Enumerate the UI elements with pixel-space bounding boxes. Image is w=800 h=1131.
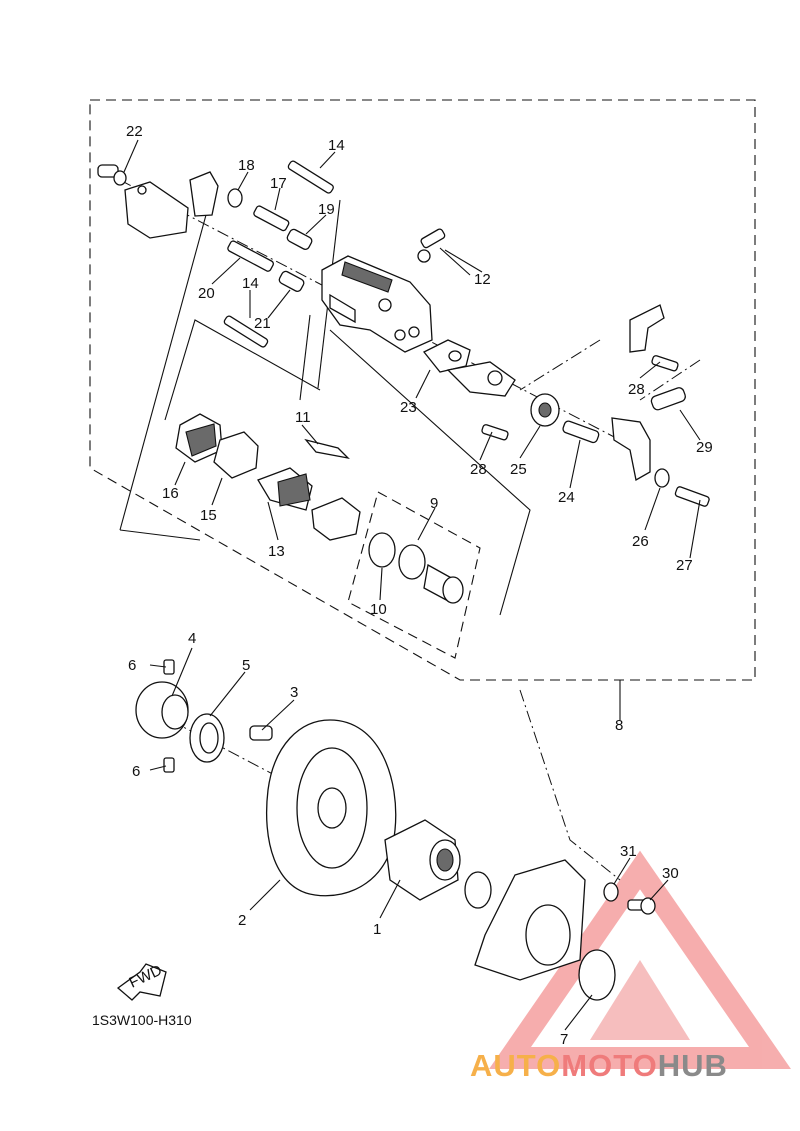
bolt-28-lower [481,424,509,441]
hub-1 [384,819,461,901]
pad-spring-11 [304,438,350,460]
nut-4 [135,681,189,739]
callout-2: 2 [238,912,246,929]
assembly-boundary [89,99,756,681]
spring-29 [650,387,686,411]
washer-31 [603,882,619,902]
callout-14a: 14 [328,137,345,154]
bolt-28-upper [651,355,679,372]
watermark-hub: HUB [657,1048,728,1083]
pad-shim-16 [175,413,223,463]
gasket-23 [422,339,471,373]
washer-26 [654,468,670,488]
bolt-3 [249,725,273,741]
callout-29: 29 [696,439,713,456]
rear-caliper-bracket [474,859,586,981]
callout-18: 18 [238,157,255,174]
callout-3: 3 [290,684,298,701]
caliper-pin-14-top [287,160,334,194]
bolt-17 [253,205,290,232]
watermark-auto: AUTO [470,1048,562,1083]
washer-18 [227,188,243,208]
piston-seals-10 [368,532,426,580]
callout-12: 12 [474,271,491,288]
pin-24 [562,420,600,444]
piston-kit-box [347,491,481,659]
callout-6a: 6 [128,657,136,674]
caliper-bracket [124,171,219,239]
caliper-body [321,255,433,353]
callout-30: 30 [662,865,679,882]
guide-pin-22 [97,164,127,186]
callout-17: 17 [270,175,287,192]
callout-16: 16 [162,485,179,502]
upper-bracket [629,304,665,353]
callout-5: 5 [242,657,250,674]
caliper-pin-14-mid [223,315,269,348]
callout-1: 1 [373,921,381,938]
callout-7: 7 [560,1031,568,1048]
brake-disc-2 [265,719,397,897]
watermark-wordmark: AUTOMOTOHUB [470,1048,728,1084]
o-ring-7 [578,949,616,1001]
callout-28a: 28 [470,461,487,478]
o-ring [464,871,492,909]
bushing-19 [286,228,313,250]
callout-13: 13 [268,543,285,560]
slide-block-25 [530,393,560,427]
callout-26: 26 [632,533,649,550]
bushing-21 [278,270,305,292]
callout-31: 31 [620,843,637,860]
bolt-27 [674,486,710,507]
callout-21: 21 [254,315,271,332]
bracket-arm [446,361,516,397]
callout-25: 25 [510,461,527,478]
callout-8: 8 [615,717,623,734]
fwd-arrow-icon: FWD [116,962,167,1001]
callout-20: 20 [198,285,215,302]
callout-11: 11 [295,409,311,426]
callout-4: 4 [188,630,196,647]
callout-14b: 14 [242,275,259,292]
callout-labels: 1 2 3 4 5 6 6 7 8 9 10 11 12 13 14 14 15… [126,123,713,1048]
watermark-triangle-logo [489,850,791,1069]
callout-leaders [123,139,701,1031]
washer-5 [189,713,225,763]
callout-22: 22 [126,123,143,140]
callout-15: 15 [200,507,217,524]
callout-23: 23 [400,399,417,416]
piston-9 [423,563,464,604]
callout-24: 24 [558,489,575,506]
pad-insulator-15 [213,431,259,479]
set-screw-6-bottom [163,757,175,773]
callout-27: 27 [676,557,693,574]
drawing-code: 1S3W100-H310 [92,1012,192,1028]
bolt-30 [627,897,656,915]
callout-6b: 6 [132,763,140,780]
bolt-20 [227,240,274,272]
pad-retainer [611,417,651,482]
watermark-moto: MOTO [561,1048,658,1083]
callout-9: 9 [430,495,438,512]
brake-pads-13 [257,467,361,541]
callout-28b: 28 [628,381,645,398]
bleed-screw-12 [417,228,446,263]
callout-10: 10 [370,601,387,618]
callout-19: 19 [318,201,335,218]
